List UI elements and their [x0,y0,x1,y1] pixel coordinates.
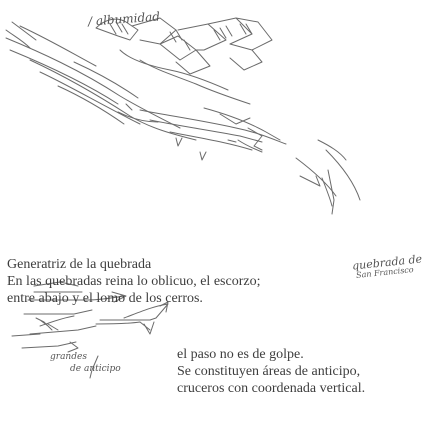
caption-bottom-line1: el paso no es de golpe. [177,347,304,362]
caption-top-line3: entre abajo y el lomo de los cerros. [7,291,203,306]
handwritten-label-line1: grandes [50,352,87,362]
caption-top-line2: En las quebradas reina lo oblicuo, el es… [7,274,261,289]
ravine-landscape-sketch [5,17,361,215]
caption-top-line1: Generatriz de la quebrada [7,257,152,272]
caption-bottom-line3: cruceros con coordenada vertical. [177,381,366,396]
handwritten-label-line2: de anticipo [70,364,121,374]
flow-arrows-sketch [11,281,169,379]
caption-bottom-line2: Se constituyen áreas de anticipo, [177,364,361,379]
